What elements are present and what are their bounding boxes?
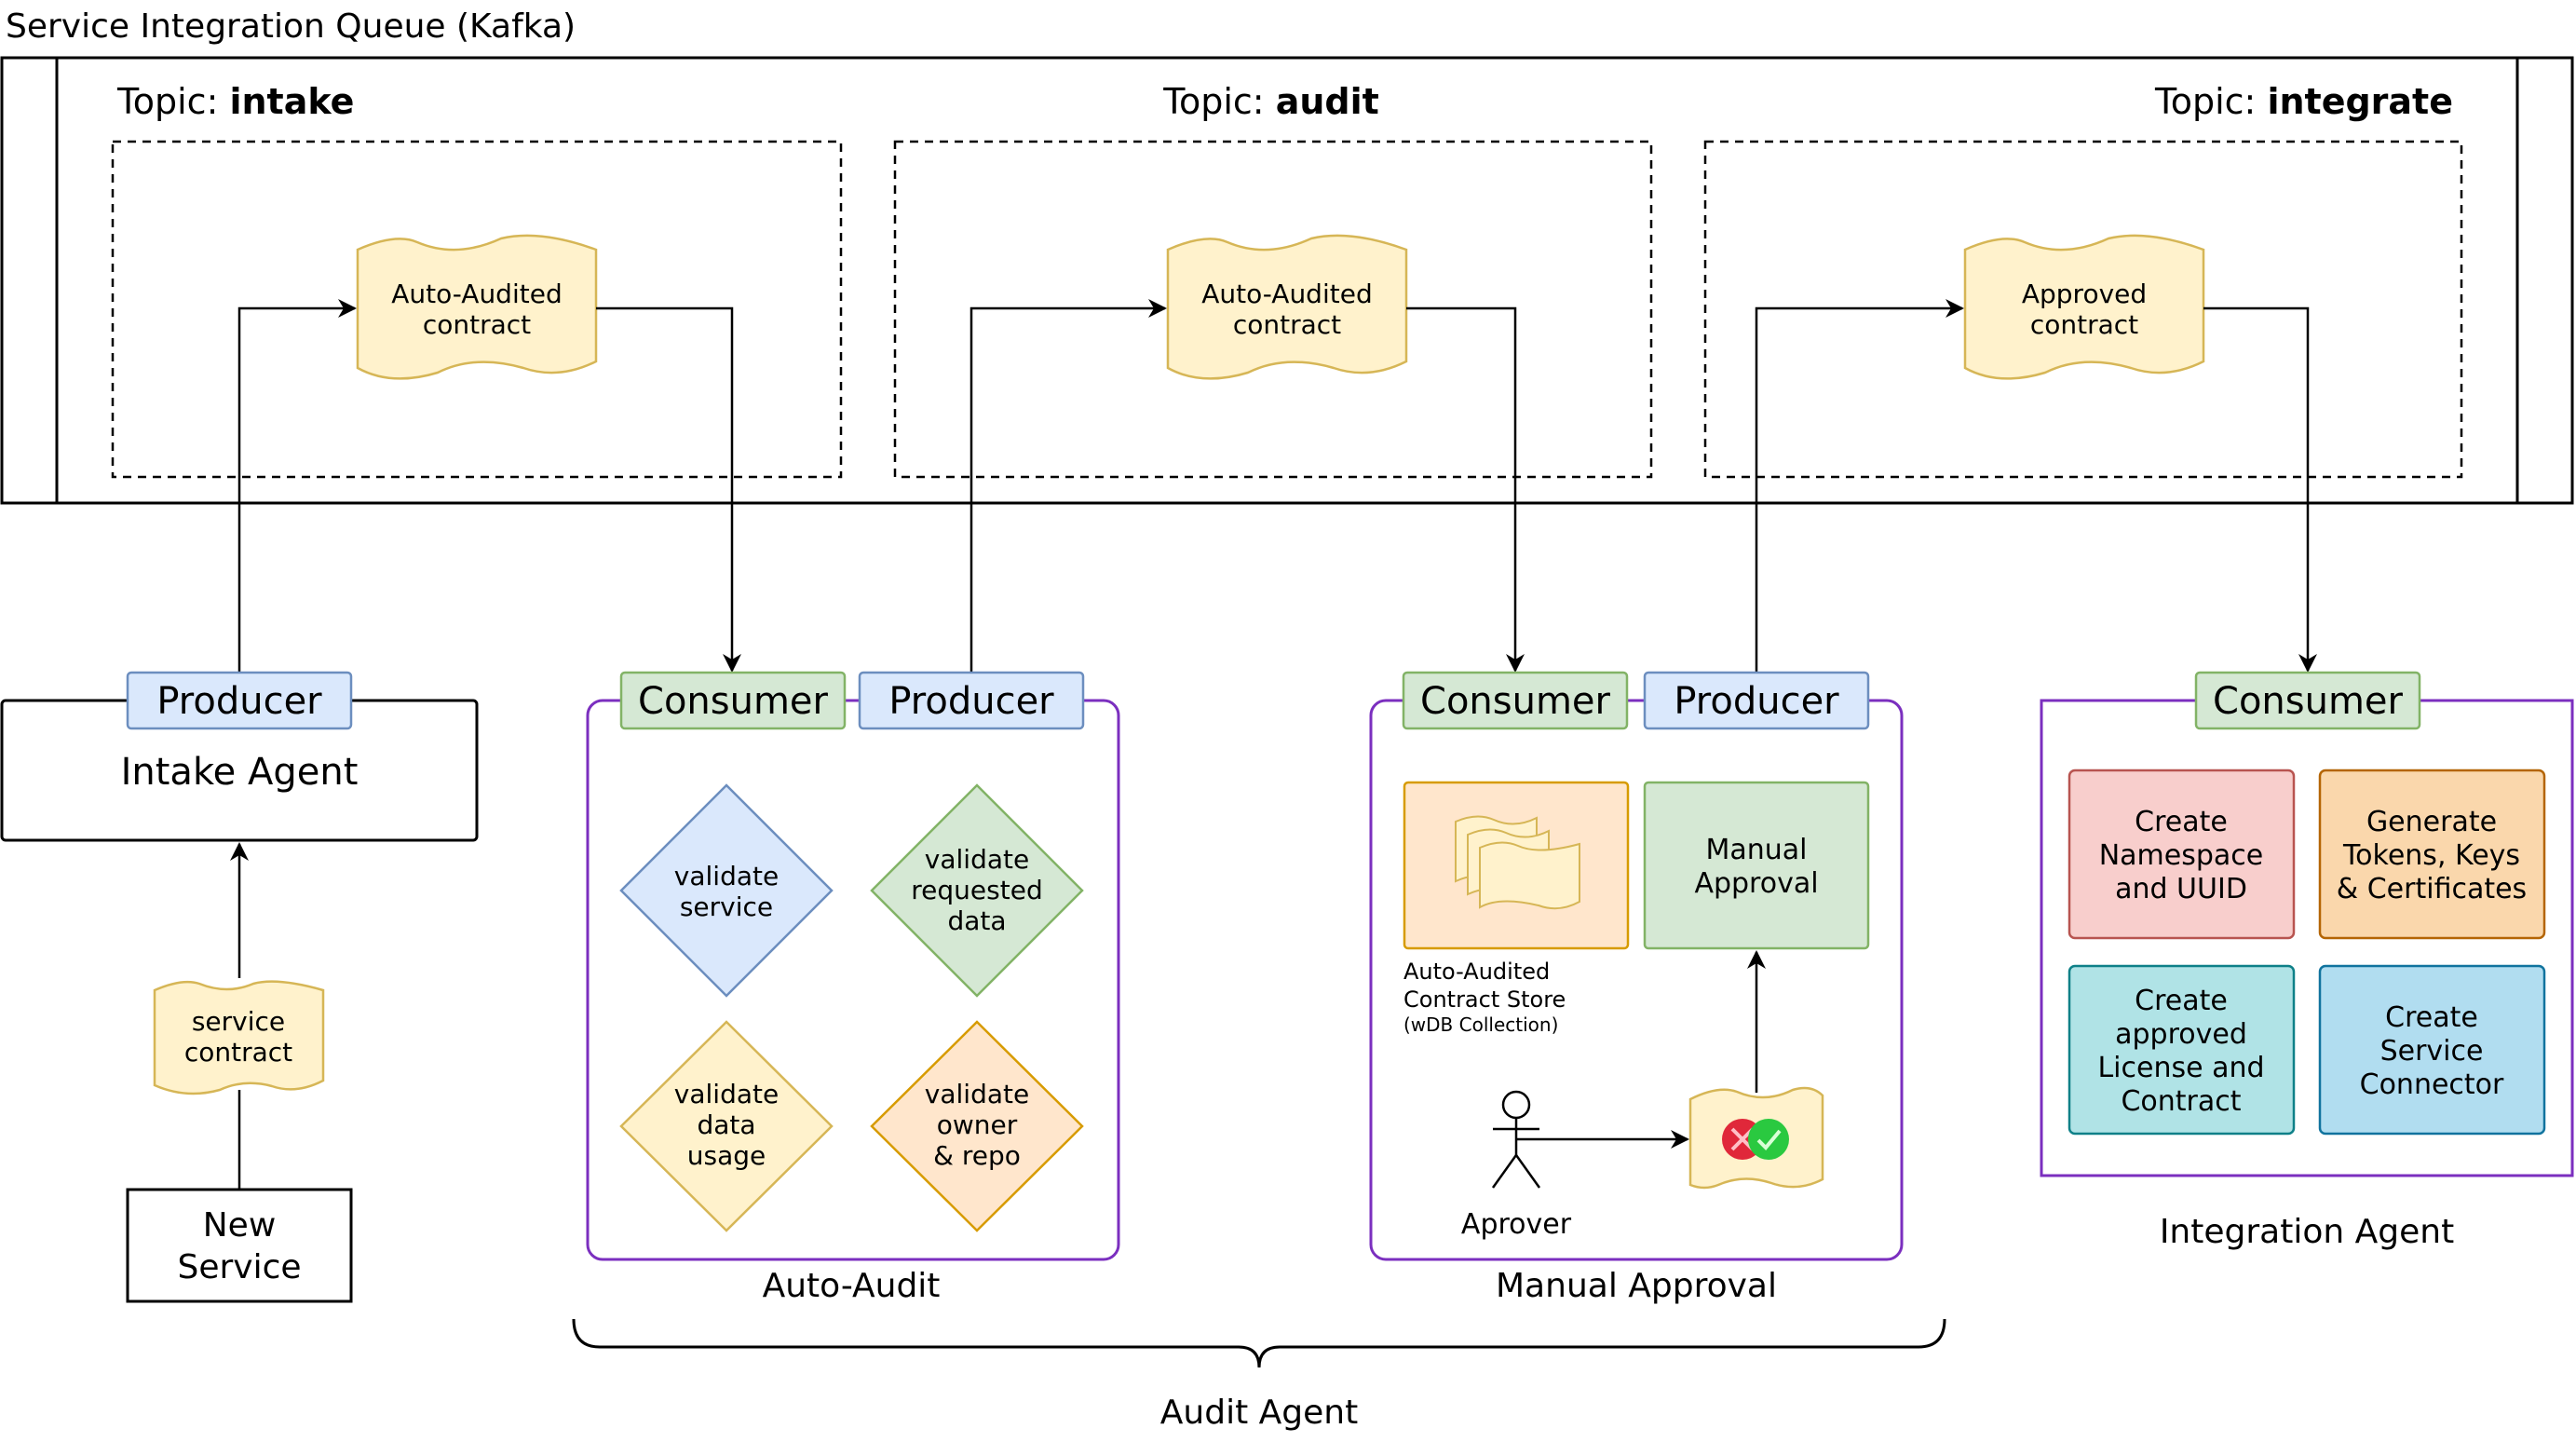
validate-owner-repo-line3: & repo — [933, 1140, 1021, 1171]
audit-agent-label: Audit Agent — [1160, 1394, 1358, 1432]
validate-service-line1: validate — [674, 861, 779, 891]
new-service-box — [126, 1188, 353, 1303]
create-connector-task — [2318, 964, 2546, 1136]
auto-audit-consumer-tag — [619, 671, 847, 730]
queue-box — [0, 56, 2574, 505]
generate-tokens-task — [2318, 769, 2546, 940]
new-service-line1: New — [203, 1206, 277, 1245]
integration-consumer-label: Consumer — [2213, 680, 2404, 723]
manual-approval-step-line2: Approval — [1694, 867, 1818, 900]
audit-message-line1: Auto-Audited — [1201, 279, 1372, 309]
validate-data-usage-line2: data — [697, 1109, 755, 1140]
topic-intake-label: Topic: intake — [116, 81, 354, 122]
create-connector-line3: Connector — [2360, 1068, 2504, 1101]
integrate-message-line1: Approved — [2022, 279, 2147, 309]
integration-consumer-tag — [2194, 671, 2421, 730]
validate-requested-data-diamond — [870, 783, 1084, 998]
create-connector-line2: Service — [2380, 1035, 2484, 1068]
manual-approval-step-line1: Manual — [1705, 834, 1807, 866]
validate-data-usage-diamond — [619, 1020, 834, 1232]
audit-message-doc — [1166, 234, 1408, 380]
approve-icon — [1748, 1119, 1789, 1160]
contract-store-line1: Auto-Audited — [1403, 959, 1550, 985]
audit-message-line2: contract — [1233, 309, 1341, 340]
contract-store-note: (wDB Collection) — [1403, 1013, 1558, 1036]
contract-store-line2: Contract Store — [1403, 986, 1566, 1013]
validate-service-diamond — [619, 783, 834, 998]
create-license-task — [2068, 964, 2296, 1136]
validate-owner-repo-diamond — [870, 1020, 1084, 1232]
auto-audit-producer-label: Producer — [888, 680, 1054, 723]
manual-consumer-label: Consumer — [1420, 680, 1611, 723]
new-service-line2: Service — [177, 1248, 301, 1286]
manual-consumer-tag — [1402, 671, 1629, 730]
validate-requested-data-line1: validate — [925, 844, 1029, 875]
validate-requested-data-line3: data — [947, 905, 1006, 936]
arrow-icon — [969, 299, 1167, 673]
arrow-icon — [237, 299, 357, 673]
create-namespace-line2: Namespace — [2099, 839, 2264, 872]
arrow-icon — [1755, 299, 1964, 673]
manual-approval-box — [1369, 699, 1904, 1261]
integrate-message-line2: contract — [2030, 309, 2138, 340]
auto-audit-producer-tag — [858, 671, 1085, 730]
validate-owner-repo-line1: validate — [925, 1079, 1029, 1109]
approver-label: Aprover — [1461, 1208, 1572, 1241]
intake-message-line1: Auto-Audited — [391, 279, 562, 309]
topic-intake-box — [111, 140, 843, 479]
validate-data-usage-line1: validate — [674, 1079, 779, 1109]
arrow-icon — [2203, 306, 2317, 673]
integrate-message-doc — [1963, 234, 2205, 380]
service-contract-doc — [153, 980, 325, 1095]
auto-audit-consumer-label: Consumer — [638, 680, 829, 723]
generate-tokens-line3: & Certificates — [2337, 873, 2527, 905]
arrow-icon — [596, 306, 741, 673]
audit-agent-brace — [572, 1318, 1946, 1368]
generate-tokens-line1: Generate — [2366, 806, 2497, 838]
service-contract-line2: contract — [184, 1037, 292, 1068]
create-license-line1: Create — [2135, 985, 2228, 1017]
manual-approval-label: Manual Approval — [1496, 1267, 1777, 1305]
topic-integrate-label: Topic: integrate — [2154, 81, 2453, 122]
create-license-line4: Contract — [2121, 1085, 2241, 1118]
manual-producer-label: Producer — [1674, 680, 1839, 723]
create-namespace-line3: and UUID — [2115, 873, 2247, 905]
intake-agent-label: Intake Agent — [121, 751, 359, 794]
document-stack-icon — [1455, 815, 1580, 910]
create-namespace-task — [2068, 769, 2296, 940]
intake-producer-tag — [126, 671, 353, 730]
auto-audit-box — [586, 699, 1120, 1261]
topic-audit-box — [893, 140, 1653, 479]
topic-integrate-box — [1703, 140, 2463, 479]
intake-producer-label: Producer — [156, 680, 322, 723]
create-license-line3: License and — [2097, 1052, 2264, 1084]
create-license-line2: approved — [2115, 1018, 2247, 1051]
create-connector-line1: Create — [2385, 1001, 2478, 1034]
arrow-icon — [1406, 306, 1525, 673]
validate-owner-repo-line2: owner — [937, 1109, 1018, 1140]
validate-requested-data-line2: requested — [911, 875, 1042, 905]
intake-message-doc — [356, 234, 598, 380]
validate-service-line2: service — [680, 891, 773, 922]
generate-tokens-line2: Tokens, Keys — [2342, 839, 2520, 872]
manual-approval-step — [1643, 781, 1870, 950]
intake-message-line2: contract — [423, 309, 531, 340]
manual-producer-tag — [1643, 671, 1870, 730]
validate-data-usage-line3: usage — [687, 1140, 766, 1171]
create-namespace-line1: Create — [2135, 806, 2228, 838]
auto-audit-label: Auto-Audit — [763, 1267, 941, 1305]
queue-title: Service Integration Queue (Kafka) — [6, 7, 576, 46]
topic-audit-label: Topic: audit — [1162, 81, 1379, 122]
person-icon — [1491, 1090, 1541, 1189]
service-contract-line1: service — [192, 1006, 285, 1037]
integration-agent-label: Integration Agent — [2160, 1213, 2454, 1251]
